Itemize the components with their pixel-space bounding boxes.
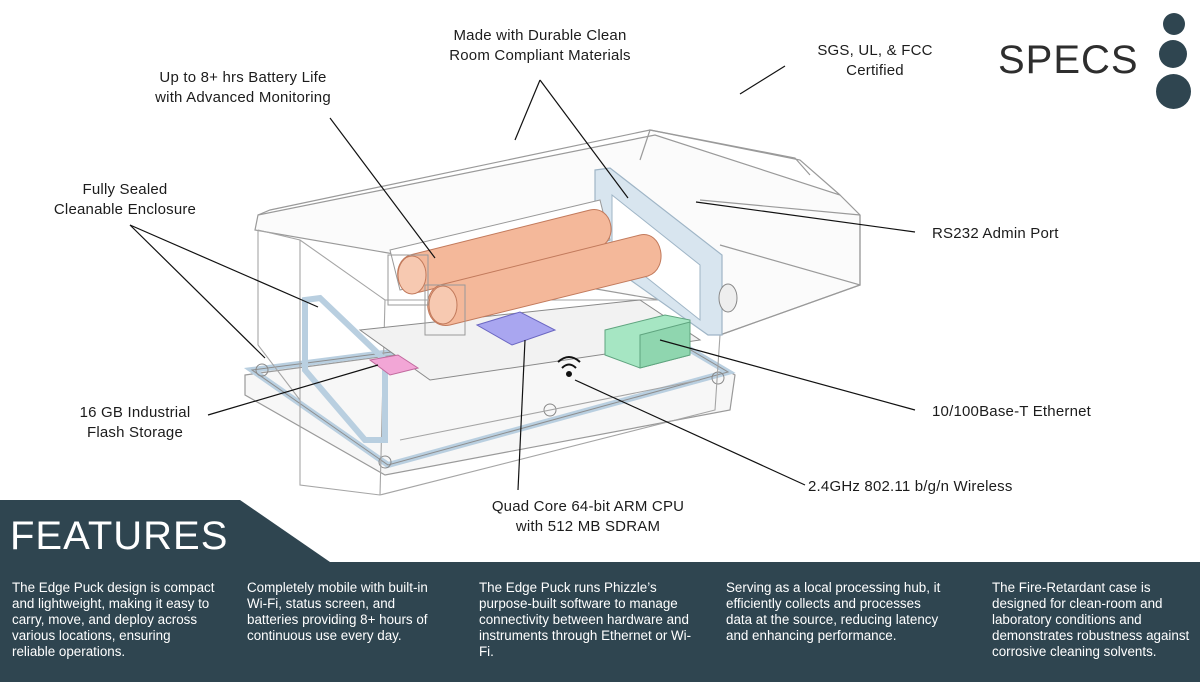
features-tab bbox=[0, 500, 330, 562]
callout-wireless: 2.4GHz 802.11 b/g/n Wireless bbox=[808, 478, 1013, 495]
specs-dot-large bbox=[1156, 74, 1191, 109]
features-title: FEATURES bbox=[10, 514, 229, 558]
callout-storage: 16 GB Industrial Flash Storage bbox=[79, 404, 191, 441]
ethernet-port bbox=[604, 314, 691, 369]
callout-clean-room: Made with Durable Clean Room Compliant M… bbox=[449, 27, 631, 64]
specs-dot-medium bbox=[1159, 40, 1187, 68]
feature-text-1: The Edge Puck design is compact and ligh… bbox=[12, 580, 215, 659]
specs-dot-small bbox=[1163, 13, 1185, 35]
flash-storage bbox=[368, 354, 420, 376]
callout-rs232: RS232 Admin Port bbox=[932, 225, 1059, 242]
feature-text-2: Completely mobile with built-in Wi-Fi, s… bbox=[247, 580, 428, 643]
callout-cpu: Quad Core 64-bit ARM CPU with 512 MB SDR… bbox=[491, 498, 685, 535]
rs232-port bbox=[718, 283, 738, 313]
cpu-chip bbox=[475, 311, 557, 346]
specs-title: SPECS bbox=[998, 38, 1139, 82]
feature-text-4: Serving as a local processing hub, it ef… bbox=[726, 580, 941, 643]
callout-certified: SGS, UL, & FCC Certified bbox=[817, 42, 933, 79]
feature-text-3: The Edge Puck runs Phizzle’s purpose-bui… bbox=[479, 580, 692, 659]
callout-battery: Up to 8+ hrs Battery Life with Advanced … bbox=[155, 69, 331, 106]
feature-text-5: The Fire-Retardant case is designed for … bbox=[992, 580, 1190, 659]
batteries bbox=[387, 199, 662, 336]
left-gasket bbox=[302, 294, 388, 443]
leader-lines bbox=[129, 65, 916, 491]
callout-enclosure: Fully Sealed Cleanable Enclosure bbox=[53, 181, 197, 218]
wifi-icon bbox=[557, 356, 581, 377]
features-panel bbox=[0, 562, 1200, 682]
callout-ethernet: 10/100Base-T Ethernet bbox=[932, 403, 1092, 420]
